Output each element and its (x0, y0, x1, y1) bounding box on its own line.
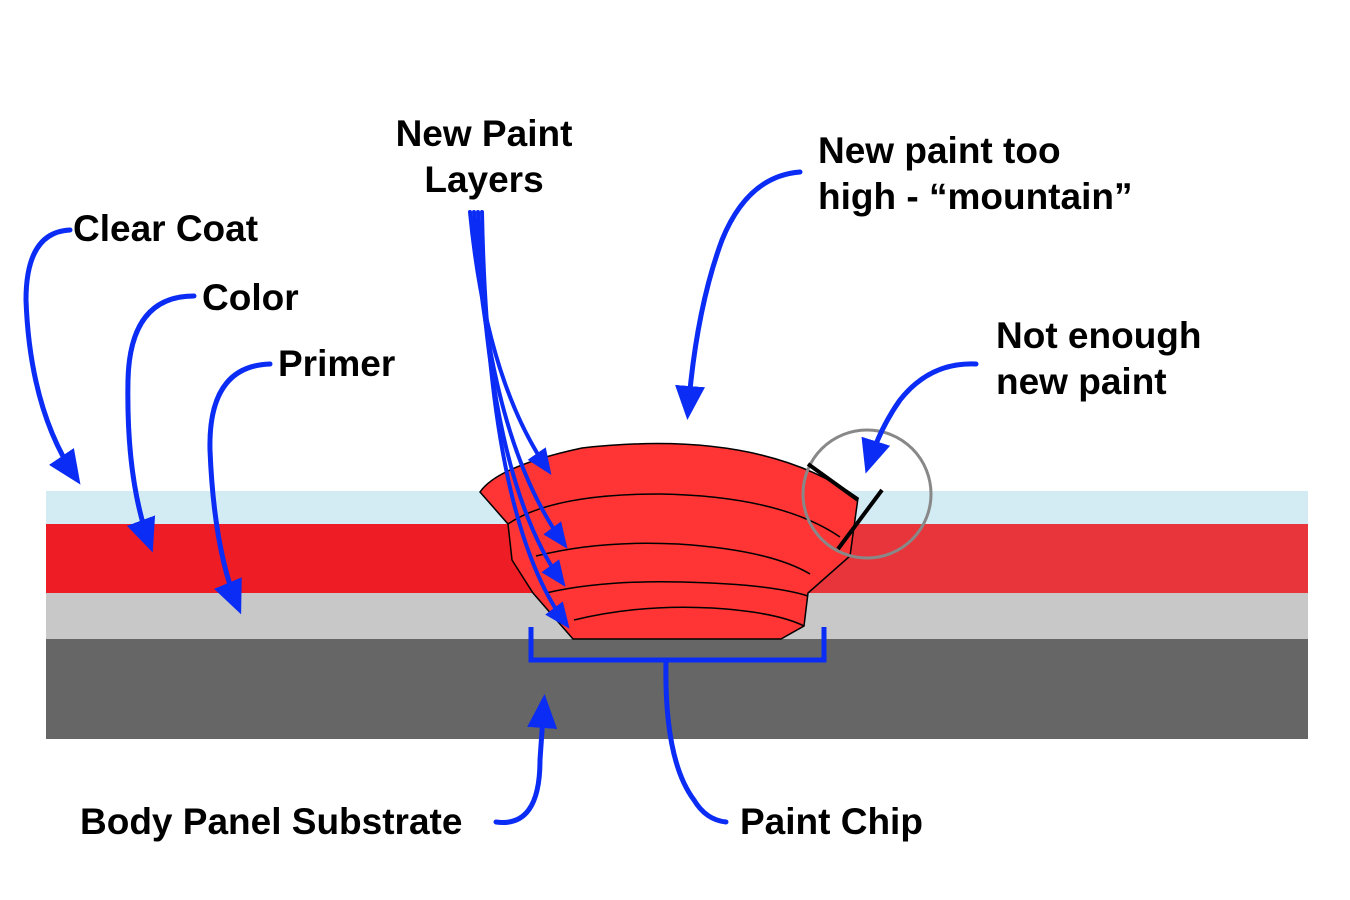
clear-coat-arrow-icon (23, 227, 81, 485)
new-paint-layer-arrow-icon (476, 210, 566, 587)
new-paint-too-high-line-1: New paint too (818, 130, 1061, 171)
not-enough-new-paint-line-2: new paint (996, 361, 1167, 402)
primer-label: Primer (278, 343, 396, 384)
new-paint-too-high-label: New paint too high - “mountain” (818, 128, 1132, 220)
paint-notch-edge (836, 488, 884, 551)
new-paint-mound (479, 442, 859, 640)
new-paint-layers-label: New Paint Layers (376, 111, 592, 203)
new-paint-layer-arrow-icon (468, 210, 552, 475)
mountain-arrow-icon (675, 169, 803, 420)
paint-layer-line (573, 606, 805, 627)
not-enough-new-paint-label: Not enough new paint (996, 313, 1202, 405)
paint-chip-leader (663, 657, 729, 825)
paint-notch-edge (806, 462, 860, 502)
not-enough-new-paint-line-1: Not enough (996, 315, 1202, 356)
color-label: Color (202, 277, 299, 318)
new-paint-too-high-line-2: high - “mountain” (818, 176, 1133, 217)
substrate-arrow-icon (493, 694, 558, 825)
clear-coat-label: Clear Coat (73, 208, 259, 249)
color-arrow-icon (125, 293, 197, 553)
paint-layer-line (545, 581, 809, 597)
paint-layer-line (535, 542, 811, 575)
primer-arrow-icon (207, 361, 273, 615)
paint-chip-label: Paint Chip (740, 801, 923, 842)
new-paint-layer-arrow-icon (472, 210, 568, 549)
new-paint-layers-line-1: New Paint (395, 113, 573, 154)
not-enough-arrow-icon (861, 361, 979, 474)
new-paint-layer-arrow-icon (480, 210, 570, 629)
body-panel-substrate-layer (46, 639, 1308, 739)
not-enough-paint-circle (801, 428, 933, 560)
new-paint-layers-line-2: Layers (424, 159, 544, 200)
paint-chip-bracket (528, 627, 827, 663)
color-layer-left (46, 524, 546, 593)
body-panel-substrate-label: Body Panel Substrate (80, 801, 463, 842)
